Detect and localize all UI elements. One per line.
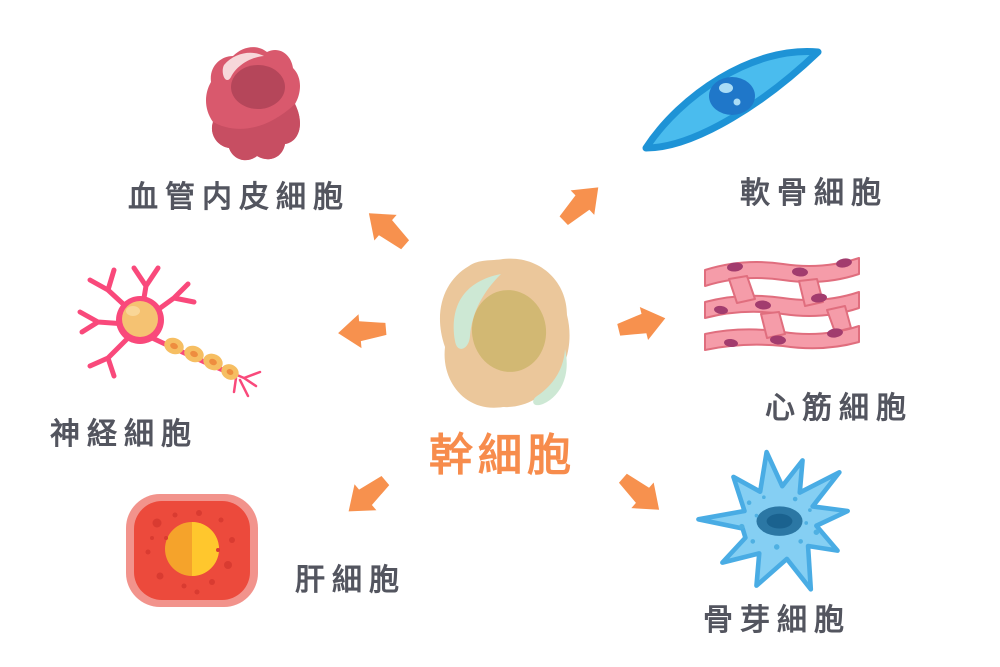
label-cardiomyocyte: 心筋細胞: [765, 392, 913, 425]
hepatocyte-illustration: [126, 494, 258, 607]
arrow-to-chondrocyte-icon: [552, 175, 610, 233]
neuron-illustration: [77, 265, 262, 398]
arrow-to-endothelial-icon: [358, 200, 417, 257]
chondrocyte-illustration: [642, 48, 822, 152]
label-osteoblast: 骨芽細胞: [703, 604, 851, 637]
endothelial-cell-illustration: [206, 47, 300, 161]
label-endothelial: 血管内皮細胞: [128, 181, 350, 214]
cardiomyocyte-illustration: [704, 257, 860, 351]
arrow-to-cardiomyocyte-icon: [615, 302, 670, 347]
arrow-to-neuron-icon: [337, 312, 388, 350]
label-neuron: 神経細胞: [50, 418, 198, 451]
stem-cell-illustration: [439, 258, 570, 408]
arrow-to-osteoblast-icon: [612, 465, 671, 522]
arrow-to-hepatocyte-icon: [338, 468, 397, 525]
label-chondrocyte: 軟骨細胞: [740, 177, 888, 210]
osteoblast-illustration: [696, 449, 850, 592]
label-hepatocyte: 肝細胞: [295, 564, 406, 597]
center-label-stem-cell: 幹細胞: [429, 431, 576, 480]
